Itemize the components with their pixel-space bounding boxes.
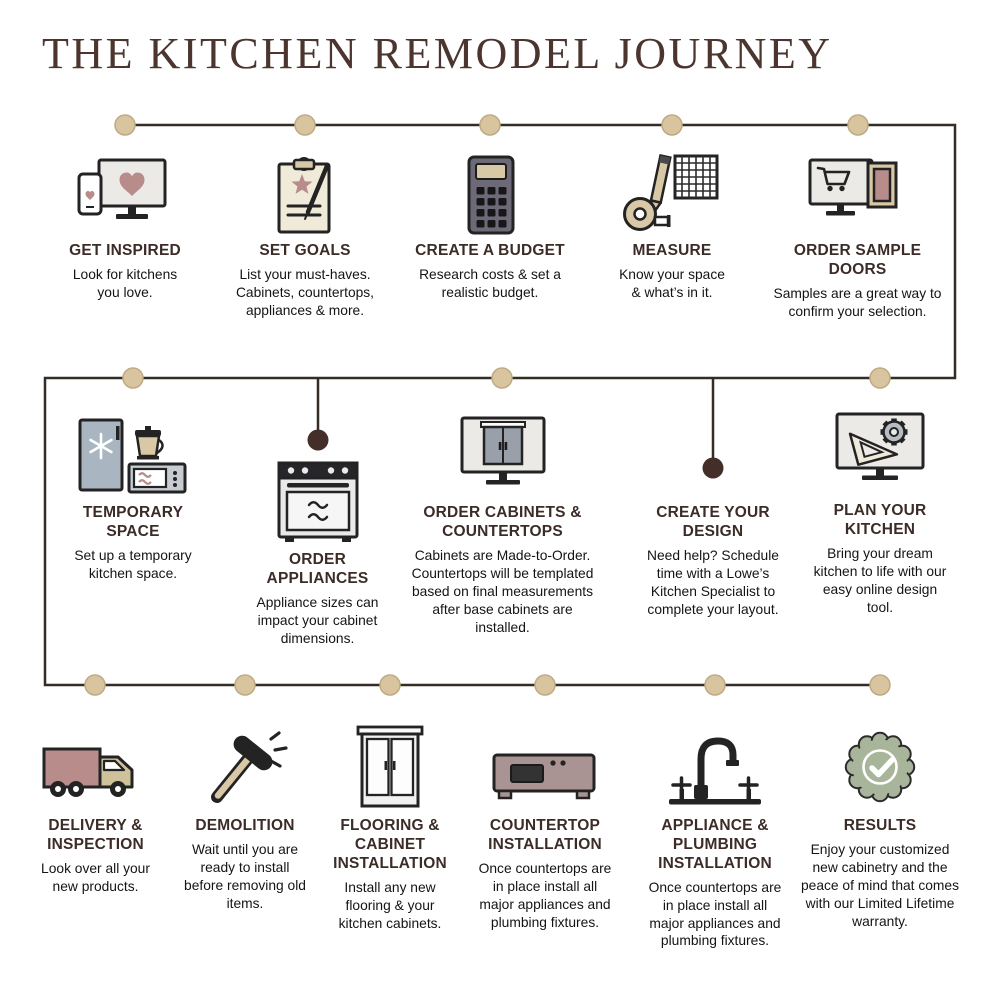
step-delivery-inspection: DELIVERY & INSPECTION Look over all your… xyxy=(28,715,163,896)
page-title: THE KITCHEN REMODEL JOURNEY xyxy=(42,29,833,78)
step-title: ORDER CABINETS & COUNTERTOPS xyxy=(423,504,582,540)
step-icon xyxy=(800,715,960,817)
journey-node xyxy=(479,114,501,136)
step-description: Install any new flooring & your kitchen … xyxy=(338,879,442,931)
step-description: Know your space & what’s in it. xyxy=(619,266,725,300)
step-description: Set up a temporary kitchen space. xyxy=(74,547,192,581)
step-icon xyxy=(68,400,198,504)
step-icon xyxy=(616,148,728,242)
step-icon xyxy=(250,455,385,551)
journey-node-dark xyxy=(702,457,724,479)
journey-node xyxy=(234,674,256,696)
step-title: DELIVERY & INSPECTION xyxy=(47,817,144,853)
step-title: DEMOLITION xyxy=(195,817,295,834)
step-title: MEASURE xyxy=(632,242,712,259)
step-title: FLOORING & CABINET INSTALLATION xyxy=(333,817,447,872)
measuring-tools-icon xyxy=(622,154,718,231)
step-demolition: DEMOLITION Wait until you are ready to i… xyxy=(182,715,308,913)
step-create-your-design: CREATE YOUR DESIGN Need help? Schedule t… xyxy=(633,504,793,619)
step-description: Look over all your new products. xyxy=(41,860,150,894)
step-set-goals: SET GOALS List your must-haves. Cabinets… xyxy=(220,148,390,320)
calculator-icon xyxy=(467,155,515,235)
journey-nodes xyxy=(84,114,891,696)
step-icon xyxy=(410,408,595,504)
step-icon xyxy=(220,148,390,242)
journey-node xyxy=(847,114,869,136)
step-title: CREATE A BUDGET xyxy=(415,242,565,259)
step-description: Once countertops are in place install al… xyxy=(478,860,612,930)
design-triangle-gear-icon xyxy=(835,412,925,480)
journey-node-dark xyxy=(307,429,329,451)
step-title: ORDER SAMPLE DOORS xyxy=(793,242,922,278)
temporary-kitchen-icon xyxy=(78,418,187,494)
step-icon xyxy=(28,715,163,817)
delivery-truck-icon xyxy=(42,747,133,797)
step-order-cabinets-countertops: ORDER CABINETS & COUNTERTOPS Cabinets ar… xyxy=(410,408,595,636)
step-order-appliances: ORDER APPLIANCES Appliance sizes can imp… xyxy=(250,455,385,648)
warranty-badge-icon xyxy=(844,731,916,803)
countertop-sink-icon xyxy=(492,753,596,800)
monitor-cabinet-icon xyxy=(460,416,545,485)
step-title: PLAN YOUR KITCHEN xyxy=(833,502,927,538)
journey-node xyxy=(122,367,144,389)
step-description: Enjoy your customized new cabinetry and … xyxy=(801,841,959,929)
journey-node xyxy=(534,674,556,696)
step-icon xyxy=(810,402,950,502)
step-title: APPLIANCE & PLUMBING INSTALLATION xyxy=(658,817,772,872)
step-icon xyxy=(648,715,782,817)
journey-node xyxy=(869,674,891,696)
step-description: Wait until you are ready to install befo… xyxy=(184,841,306,911)
sledgehammer-icon xyxy=(211,731,288,803)
journey-node xyxy=(294,114,316,136)
step-measure: MEASURE Know your space & what’s in it. xyxy=(616,148,728,302)
step-icon xyxy=(182,715,308,817)
step-title: CREATE YOUR DESIGN xyxy=(656,504,770,540)
step-flooring-cabinet-installation: FLOORING & CABINET INSTALLATION Install … xyxy=(325,715,455,932)
step-description: Research costs & set a realistic budget. xyxy=(419,266,561,300)
step-title: RESULTS xyxy=(843,817,917,834)
step-countertop-installation: COUNTERTOP INSTALLATION Once countertops… xyxy=(478,715,612,932)
step-create-a-budget: CREATE A BUDGET Research costs & set a r… xyxy=(414,148,566,302)
step-description: Bring your dream kitchen to life with ou… xyxy=(813,545,947,615)
journey-node xyxy=(114,114,136,136)
step-description: Once countertops are in place install al… xyxy=(648,879,782,949)
monitor-heart-icon xyxy=(77,158,166,219)
step-description: Cabinets are Made-to-Order. Countertops … xyxy=(411,547,594,635)
journey-node xyxy=(869,367,891,389)
step-description: Need help? Schedule time with a Lowe’s K… xyxy=(647,547,779,617)
step-description: Samples are a great way to confirm your … xyxy=(773,285,942,319)
faucet-icon xyxy=(669,737,761,805)
step-results: RESULTS Enjoy your customized new cabine… xyxy=(800,715,960,931)
sample-door-cart-icon xyxy=(808,158,897,216)
range-oven-icon xyxy=(277,461,358,542)
journey-node xyxy=(379,674,401,696)
clipboard-star-icon xyxy=(277,157,331,234)
step-title: TEMPORARY SPACE xyxy=(82,504,184,540)
step-title: ORDER APPLIANCES xyxy=(266,551,369,587)
step-plan-your-kitchen: PLAN YOUR KITCHEN Bring your dream kitch… xyxy=(810,402,950,617)
step-order-sample-doors: ORDER SAMPLE DOORS Samples are a great w… xyxy=(770,148,945,321)
journey-node xyxy=(491,367,513,389)
step-description: List your must-haves. Cabinets, countert… xyxy=(235,266,375,318)
step-get-inspired: GET INSPIRED Look for kitchens you love. xyxy=(60,148,190,302)
step-icon xyxy=(478,715,612,817)
step-icon xyxy=(60,148,190,242)
journey-node xyxy=(661,114,683,136)
step-description: Appliance sizes can impact your cabinet … xyxy=(256,594,379,646)
step-icon xyxy=(414,148,566,242)
step-appliance-plumbing-installation: APPLIANCE & PLUMBING INSTALLATION Once c… xyxy=(648,715,782,950)
journey-node xyxy=(704,674,726,696)
step-icon xyxy=(325,715,455,817)
cabinet-icon xyxy=(356,725,424,808)
step-icon xyxy=(770,148,945,242)
journey-node xyxy=(84,674,106,696)
step-title: COUNTERTOP INSTALLATION xyxy=(488,817,602,853)
step-title: SET GOALS xyxy=(259,242,351,259)
step-description: Look for kitchens you love. xyxy=(72,266,178,300)
step-title: GET INSPIRED xyxy=(69,242,181,259)
step-temporary-space: TEMPORARY SPACE Set up a temporary kitch… xyxy=(68,400,198,583)
